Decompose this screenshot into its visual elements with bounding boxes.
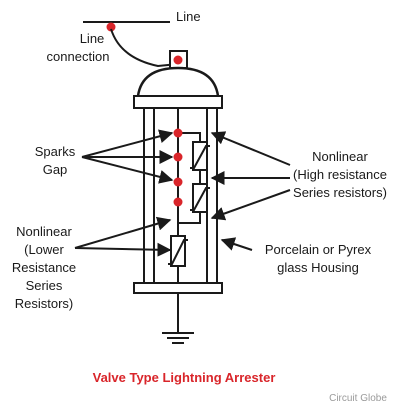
label-nonlinear-high: Nonlinear [312,149,368,164]
label-housing: glass Housing [277,260,359,275]
label-nonlinear-lower: Nonlinear [16,224,72,239]
nonlinear-resistor-high-2 [190,183,210,213]
label-nonlinear-lower: Resistors) [15,296,74,311]
label-nonlinear-lower: Resistance [12,260,76,275]
spark-gap-dot [173,128,183,138]
label-nonlinear-lower: Series [26,278,63,293]
dome-cap [136,66,220,97]
label-line: Line [176,9,201,24]
spark-gap-dot [173,197,183,207]
nonlinear-resistor-lower [168,235,188,267]
base-plate [133,282,223,294]
spark-gap-dot [173,152,183,162]
line-tap-dot [106,22,116,32]
label-nonlinear-lower: (Lower [24,242,64,257]
label-housing: Porcelain or Pyrex [265,242,372,257]
label-sparks-gap: Sparks [35,144,76,159]
resistor-bypass-upper [178,132,201,224]
credit-watermark: Circuit Globe [329,393,387,404]
label-sparks-gap: Gap [43,162,68,177]
cap-base [133,95,223,109]
spark-gap-dot [173,177,183,187]
nonlinear-resistor-high-1 [190,141,210,171]
connection-wire [110,28,179,68]
label-line-connection: Line [80,31,105,46]
label-nonlinear-high: (High resistance [293,167,387,182]
callout-arrows [74,129,291,257]
terminal-dot [173,55,183,65]
ground-symbol [162,332,194,344]
label-line-connection: connection [47,49,110,64]
diagram-title: Valve Type Lightning Arrester [93,370,276,385]
label-nonlinear-high: Series resistors) [293,185,387,200]
